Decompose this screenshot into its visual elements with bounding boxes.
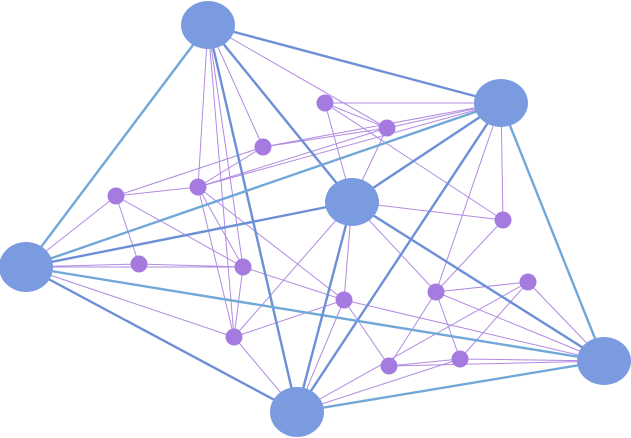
hub-link xyxy=(206,23,503,105)
minor-link xyxy=(343,299,605,362)
minor-link xyxy=(233,201,353,338)
hub-node xyxy=(474,79,528,127)
minor-node xyxy=(451,350,469,368)
hub-link xyxy=(295,359,606,414)
hub-node xyxy=(325,178,379,226)
minor-link xyxy=(388,360,605,367)
minor-link xyxy=(197,102,502,188)
hub-link xyxy=(206,23,299,414)
minor-link xyxy=(343,299,390,367)
minor-link xyxy=(115,186,199,197)
hub-link xyxy=(24,265,299,414)
minor-node xyxy=(519,273,537,291)
minor-node xyxy=(378,119,396,137)
minor-nodes-layer xyxy=(107,94,537,375)
minor-link xyxy=(197,186,345,301)
minor-link xyxy=(459,281,529,360)
hub-node xyxy=(181,1,235,49)
hub-node xyxy=(270,387,324,437)
minor-link xyxy=(324,102,388,129)
hub-link xyxy=(350,101,503,204)
minor-node xyxy=(225,328,243,346)
minor-link xyxy=(197,24,209,188)
minor-node xyxy=(316,94,334,112)
minor-node xyxy=(335,291,353,309)
hub-link xyxy=(206,23,354,204)
minor-link xyxy=(296,281,529,413)
hub-link xyxy=(499,101,606,363)
minor-links-layer xyxy=(25,24,605,413)
hub-link xyxy=(24,265,606,363)
minor-node xyxy=(494,211,512,229)
minor-node xyxy=(254,138,272,156)
minor-link xyxy=(435,291,605,362)
hub-node xyxy=(0,242,53,292)
minor-link xyxy=(207,24,388,129)
hub-link xyxy=(24,101,503,269)
minor-node xyxy=(130,255,148,273)
minor-link xyxy=(197,146,264,188)
minor-link xyxy=(115,195,244,268)
hub-links-layer xyxy=(24,23,606,414)
hub-link xyxy=(24,23,210,269)
minor-link xyxy=(435,281,529,293)
minor-node xyxy=(380,357,398,375)
minor-node xyxy=(189,178,207,196)
minor-link xyxy=(197,127,388,188)
minor-node xyxy=(234,258,252,276)
hub-link xyxy=(295,101,503,414)
hub-link xyxy=(295,200,354,414)
hub-link xyxy=(350,200,606,363)
hub-node xyxy=(577,337,631,385)
minor-link xyxy=(435,291,461,360)
minor-link xyxy=(138,263,244,268)
hub-link xyxy=(24,200,354,269)
minor-link xyxy=(197,186,235,338)
minor-link xyxy=(207,24,244,268)
minor-link xyxy=(25,266,235,338)
minor-node xyxy=(107,187,125,205)
minor-node xyxy=(427,283,445,301)
minor-link xyxy=(435,219,504,293)
minor-link xyxy=(262,127,388,148)
minor-link xyxy=(115,195,140,265)
minor-link xyxy=(388,358,461,367)
minor-link xyxy=(296,358,461,413)
